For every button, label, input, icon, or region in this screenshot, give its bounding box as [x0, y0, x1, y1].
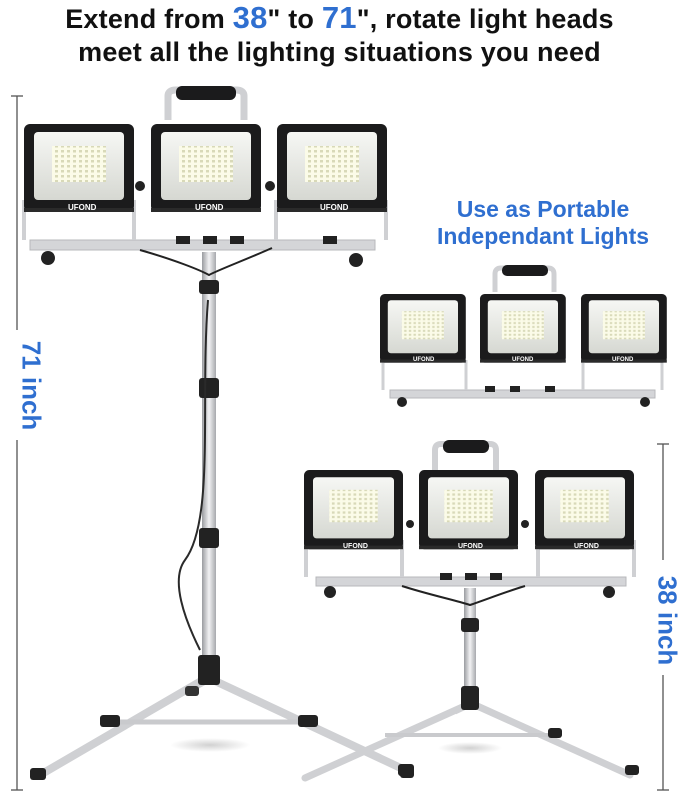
brand-mark: UFOND [574, 543, 599, 550]
brand-mark: UFOND [320, 203, 349, 212]
brand-mark: UFOND [458, 543, 483, 550]
portable-caption-line-2: Independant Lights [436, 223, 650, 249]
tall-stand [6, 86, 414, 791]
portable-caption-line-1: Use as Portable [456, 196, 630, 222]
headline-text: ", rotate light heads [356, 4, 614, 34]
headline-line-1: Extend from 38" to 71", rotate light hea… [0, 2, 679, 35]
brand-mark: UFOND [413, 357, 435, 363]
short-stand [301, 440, 676, 791]
tall-height-label: 71 inch [16, 340, 47, 431]
portable-light-bar [380, 265, 667, 407]
headline-text: Extend from [65, 4, 233, 34]
headline-text: " to [267, 4, 322, 34]
brand-mark: UFOND [68, 203, 97, 212]
brand-mark: UFOND [612, 357, 634, 363]
short-height-label: 38 inch [652, 575, 679, 666]
max-height-value: 71 [321, 0, 357, 35]
min-height-value: 38 [232, 0, 268, 35]
headline-line-2: meet all the lighting situations you nee… [78, 37, 601, 67]
brand-mark: UFOND [195, 203, 224, 212]
brand-mark: UFOND [343, 543, 368, 550]
portable-caption: Use as Portable Independant Lights [418, 196, 668, 250]
brand-mark: UFOND [512, 357, 534, 363]
